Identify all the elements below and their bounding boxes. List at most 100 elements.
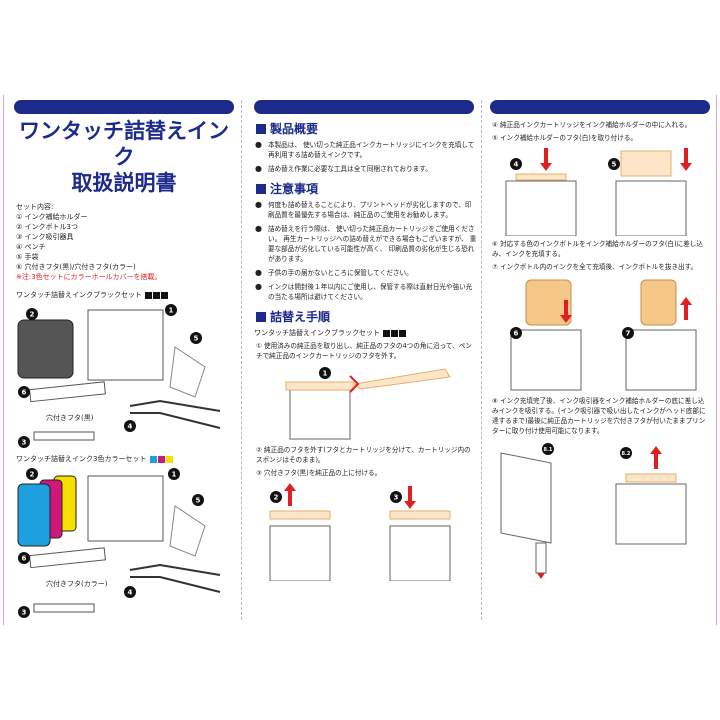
contents-item: ④ ペンチ [16,243,46,251]
swatch [161,291,169,299]
item-number-5: 5 [190,332,202,344]
step-1: ① 使用済みの純正品を取り出し、純正品のフタの4つの角に沿って、ペンチで純正品の… [256,342,472,360]
title-line2: 取扱説明書 [71,171,177,195]
swatch [383,329,391,337]
section-steps: 詰替え手順 [256,308,478,325]
step-number-text: 8.1 [544,447,553,453]
step8-illustration: 8.1 8.2 [500,443,687,579]
step-2: ② 純正品のフタを外す(フタとカートリッジを分けて、カートリッジ内のスポンジはそ… [256,446,471,464]
section-title: 製品概要 [270,122,319,136]
bullet: 何度も詰め替えることにより、プリントヘッドが劣化しますので、印刷品質を最優先する… [250,200,478,220]
item-number-text: 6 [22,389,27,397]
title-line1: ワンタッチ詰替えインク [19,119,229,169]
item-number-text: 1 [169,307,174,315]
step-number-text: 3 [394,494,399,502]
color-set-label: ワンタッチ詰替えインク3色カラーセット [16,454,238,464]
step-number-text: 2 [274,494,279,502]
item-number-5: 5 [192,494,204,506]
swatch [391,329,399,337]
contents-list: ① インク補給ホルダー ② インクボトル3つ ③ インク吸引器具 ④ ペンチ ⑤… [16,212,238,282]
black-set-illustration: 穴付きフタ(黒) 1 2 5 6 4 3 [17,304,221,448]
step-number-5: 5 [608,158,620,170]
step-number-8-2: 8.2 [620,447,632,459]
page-border [3,95,717,625]
black-set-label: ワンタッチ詰替えインクブラックセット [16,290,238,300]
header-bar [254,100,474,114]
section-overview: 製品概要 [256,120,478,137]
left-column: ワンタッチ詰替えインク 取扱説明書 セット内容: ① インク補給ホルダー ② イ… [10,100,238,622]
step-number-text: 6 [514,330,519,338]
section-caution: 注意事項 [256,180,478,197]
middle-column: 製品概要 本製品は、 使い切った純正品インクカートリッジにインクを充填して再利用… [250,100,478,581]
header-bar [14,100,234,114]
step-number-7: 7 [622,327,634,339]
contents-item: ① インク補給ホルダー [16,213,88,221]
step-number-6: 6 [510,327,522,339]
black-set-text: ワンタッチ詰替えインクブラックセット [254,329,380,337]
step-6: ⑥ 対応する色のインクボトルをインク補給ホルダーのフタ(白)に差し込み、インクを… [492,240,703,258]
lid-black-label: 穴付きフタ(黒) [46,413,94,422]
black-set-label: ワンタッチ詰替えインクブラックセット [254,328,478,338]
item-number-2: 2 [26,308,38,320]
swatch-cyan [149,455,157,463]
black-set-text: ワンタッチ詰替えインクブラックセット [16,291,142,299]
column-divider [241,100,242,620]
swatch [153,291,161,299]
item-number-text: 6 [22,555,27,563]
swatch [145,291,153,299]
color-set-text: ワンタッチ詰替えインク3色カラーセット [16,455,147,463]
step-8: ⑧ インク充填完了後、インク吸引器をインク補給ホルダーの底に差し込みインクを吸引… [492,397,706,435]
item-number-3: 3 [18,606,30,618]
contents-item: ② インクボトル3つ [16,223,78,231]
step-number-text: 7 [626,330,631,338]
step-number-text: 5 [612,161,617,169]
step-4: ④ 純正品インクカートリッジをインク補給ホルダーの中に入れる。 [492,121,692,129]
lid-color-label: 穴付きフタ(カラー) [46,579,108,588]
step-number-text: 8.2 [622,451,631,457]
step-number-2: 2 [270,491,282,503]
contents-item: ⑤ 手袋 [16,253,39,261]
step-number-text: 4 [514,161,519,169]
bullet: 詰め替え作業に必要な工具は全て同梱されております。 [250,164,478,174]
item-number-text: 5 [196,497,201,505]
item-number-1: 1 [165,304,177,316]
step-number-8-1: 8.1 [542,443,554,455]
item-number-text: 2 [30,311,35,319]
column-divider [481,100,482,620]
item-number-2: 2 [26,468,38,480]
step2-3-illustration: 2 3 [269,483,451,581]
bullet: 詰め替えを行う際は、 使い切った純正品カートリッジをご使用ください。 再生カート… [250,224,478,264]
swatch-magenta [157,455,165,463]
swatch-yellow [165,455,173,463]
section-title: 詰替え手順 [270,310,331,324]
item-number-1: 1 [168,468,180,480]
item-number-6: 6 [18,552,30,564]
right-column: ④ 純正品インクカートリッジをインク補給ホルダーの中に入れる。 ⑤ インク補給ホ… [486,100,714,579]
item-number-text: 4 [128,589,133,597]
bullet: インクは開封後１年以内にご使用し、保管する際は直射日光や強い光の当たる場所は避け… [250,282,478,302]
item-number-text: 4 [128,423,133,431]
step4-5-illustration: 4 5 [505,148,692,236]
step-3: ③ 穴付きフタ(黒)を純正品の上に付ける。 [256,469,382,477]
step-number-1: 1 [319,367,331,379]
item-number-4: 4 [124,586,136,598]
item-number-3: 3 [18,436,30,448]
swatch [399,329,407,337]
header-bar [490,100,710,114]
color-set-illustration: 穴付きフタ(カラー) 1 2 5 6 4 3 [17,468,221,618]
contents-item: ③ インク吸引器具 [16,233,74,241]
step-5: ⑤ インク補給ホルダーのフタ(白)を取り付ける。 [492,134,638,142]
item-number-text: 3 [22,609,27,617]
item-number-text: 2 [30,471,35,479]
item-number-4: 4 [124,420,136,432]
step-number-4: 4 [510,158,522,170]
bullet: 子供の手の届かないところに保管してください。 [250,268,478,278]
contents-item: ⑥ 穴付きフタ(黒)/穴付きフタ(カラー) [16,263,136,271]
item-number-text: 3 [22,439,27,447]
contents-label: セット内容: [16,203,54,211]
step1-illustration: 1 [285,367,451,440]
section-title: 注意事項 [270,182,319,196]
bullet: 本製品は、 使い切った純正品インクカートリッジにインクを充填して再利用する詰め替… [250,140,478,160]
item-number-text: 5 [194,335,199,343]
note: ※注:3色セットにカラーホールカバーを搭載。 [16,273,162,281]
